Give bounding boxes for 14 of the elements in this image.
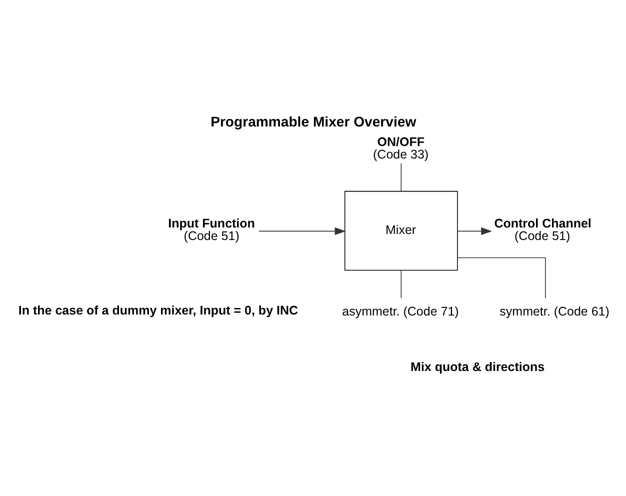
node-box: Mixer bbox=[344, 190, 458, 271]
node-text: symmetr. (Code 61) bbox=[500, 304, 610, 318]
node-text: Input Function (Code 51) bbox=[168, 216, 255, 244]
label: In the case of a dummy mixer, Input = 0, by INC bbox=[18, 304, 298, 318]
node-text: ON/OFF (Code 33) bbox=[373, 134, 429, 162]
arrow bbox=[258, 227, 346, 236]
arrow bbox=[457, 227, 492, 236]
node-text: asymmetr. (Code 71) bbox=[342, 304, 459, 318]
node-text: Control Channel (Code 51) bbox=[494, 216, 592, 244]
connector bbox=[400, 162, 402, 192]
connector bbox=[400, 270, 402, 299]
connector bbox=[457, 257, 546, 299]
label: Mix quota & directions bbox=[410, 360, 545, 374]
diagram-title: Programmable Mixer Overview bbox=[210, 114, 416, 130]
